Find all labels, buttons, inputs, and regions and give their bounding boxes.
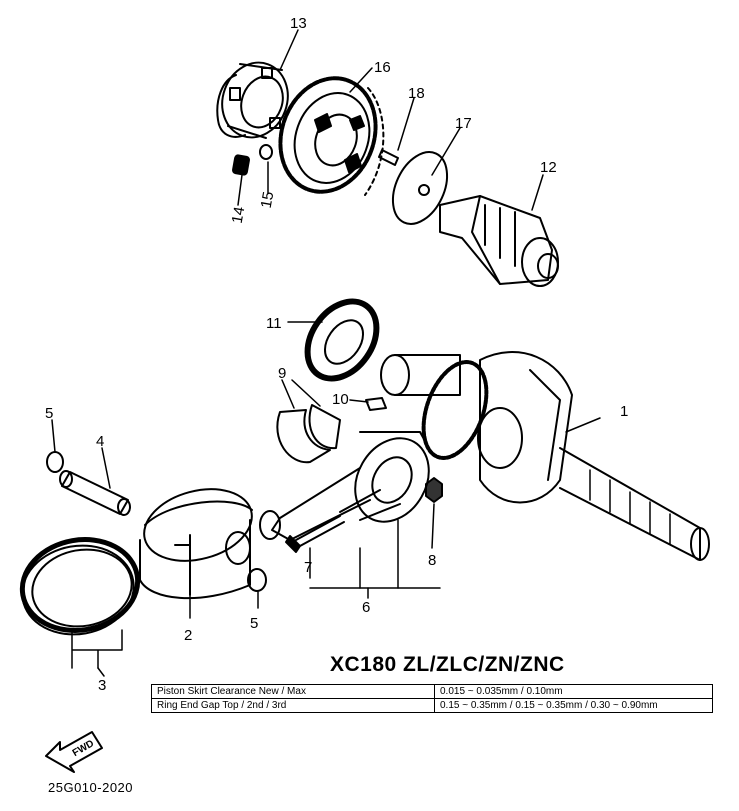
part-7-bolt [285,515,345,553]
callout-17: 17 [455,115,472,132]
part-18-pin [378,149,399,166]
spec-table: Piston Skirt Clearance New / Max 0.015 ~… [151,684,713,713]
callout-11: 11 [266,315,282,332]
callout-1: 1 [620,403,628,420]
table-row: Ring End Gap Top / 2nd / 3rd 0.15 ~ 0.35… [151,698,713,713]
diagram-code: 25G010-2020 [48,780,134,795]
callout-3: 3 [98,677,106,694]
callout-2: 2 [184,627,192,644]
callout-15: 15 [258,190,278,209]
callout-labels: 13 16 18 17 12 14 15 11 9 10 1 5 4 8 7 6… [45,15,628,694]
callout-5-lower: 5 [250,615,258,632]
callout-10: 10 [332,391,349,408]
part-14-roller [232,154,250,176]
fwd-arrow-icon: FWD [45,731,103,773]
callout-9: 9 [278,365,286,382]
callout-16: 16 [374,59,391,76]
spec-label-ring-end-gap: Ring End Gap Top / 2nd / 3rd [151,698,435,713]
part-10-key [365,397,387,411]
part-1-crankshaft [380,351,710,561]
callout-14: 14 [229,205,249,224]
callout-4: 4 [96,433,104,450]
callout-6: 6 [362,599,370,616]
part-2-piston [139,488,253,600]
callout-18: 18 [408,85,425,102]
part-16-starter-gear [278,76,385,196]
part-12-shaft [439,195,559,287]
callout-12: 12 [540,159,557,176]
model-title: XC180 ZL/ZLC/ZN/ZNC [330,653,565,676]
callout-5-upper: 5 [45,405,53,422]
spec-label-piston-skirt: Piston Skirt Clearance New / Max [151,684,435,699]
part-13-clutch-housing [216,61,289,139]
part-5-circlip-upper [46,451,64,473]
part-11-oil-seal [304,298,380,382]
callout-8: 8 [428,552,436,569]
spec-value-ring-end-gap: 0.15 ~ 0.35mm / 0.15 ~ 0.35mm / 0.30 ~ 0… [434,698,713,713]
table-row: Piston Skirt Clearance New / Max 0.015 ~… [151,684,713,699]
part-15-spring [259,144,273,160]
callout-13: 13 [290,15,307,32]
spec-value-piston-skirt: 0.015 ~ 0.035mm / 0.10mm [434,684,713,699]
part-6-connecting-rod [259,431,431,541]
part-5-circlip-lower [247,568,267,592]
part-3-piston-rings [19,537,141,636]
part-9-bearing [276,404,341,464]
part-17-washer [391,151,449,225]
part-8-nut [425,477,443,503]
callout-7: 7 [304,559,312,576]
leader-lines [51,29,601,677]
part-4-piston-pin [59,470,131,516]
